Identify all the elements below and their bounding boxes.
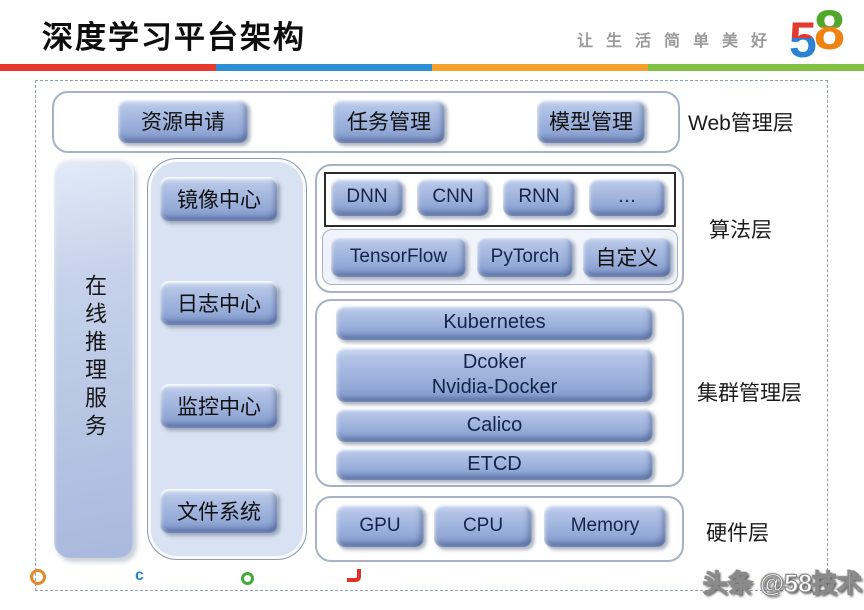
logo-digit-8: 8 <box>813 0 845 61</box>
brand-slogan: 让生活简单美好 <box>576 33 780 50</box>
bar-etcd: ETCD <box>336 448 653 480</box>
layer-label-algo: 算法层 <box>709 219 772 242</box>
stripe-orange <box>432 64 648 71</box>
btn-pytorch: PyTorch <box>477 236 573 277</box>
btn-model-manage: 模型管理 <box>537 99 645 143</box>
page-title: 深度学习平台架构 <box>42 20 306 55</box>
layer-label-web: Web管理层 <box>688 112 794 135</box>
stripe-blue <box>216 64 432 71</box>
btn-monitor-center: 监控中心 <box>160 384 278 428</box>
brand-color-stripe <box>0 64 864 71</box>
logo-digit-5: 5 <box>789 12 817 68</box>
blue-c-icon: c <box>135 567 144 584</box>
btn-custom: 自定义 <box>583 236 671 277</box>
green-ring-icon <box>241 572 254 585</box>
red-corner-icon <box>347 569 361 582</box>
bar-calico: Calico <box>336 408 653 442</box>
bar-docker: Dcoker Nvidia-Docker <box>336 347 653 402</box>
diagram-dashed-frame <box>35 80 828 591</box>
btn-task-manage: 任务管理 <box>333 99 445 143</box>
btn-resource-apply: 资源申请 <box>118 99 248 143</box>
orange-ring-icon <box>30 569 46 585</box>
stripe-green <box>648 64 864 71</box>
online-inference-panel: 在线推理服务 <box>54 158 134 558</box>
btn-tensorflow: TensorFlow <box>331 236 466 277</box>
bar-kubernetes: Kubernetes <box>336 305 653 340</box>
stripe-red <box>0 64 216 71</box>
btn-rnn: RNN <box>503 178 575 216</box>
btn-more-models: … <box>589 178 665 216</box>
layer-label-cluster: 集群管理层 <box>697 382 802 405</box>
btn-cnn: CNN <box>417 178 489 216</box>
btn-gpu: GPU <box>336 504 424 547</box>
btn-memory: Memory <box>544 504 666 547</box>
online-inference-label: 在线推理服务 <box>82 274 107 442</box>
btn-cpu: CPU <box>434 504 532 547</box>
watermark: 头条 @58技术 <box>702 570 862 599</box>
btn-dnn: DNN <box>331 178 403 216</box>
btn-image-center: 镜像中心 <box>160 177 278 221</box>
layer-label-hardware: 硬件层 <box>706 522 769 545</box>
btn-file-system: 文件系统 <box>160 489 278 533</box>
btn-log-center: 日志中心 <box>160 281 278 325</box>
logo-58: 58 <box>789 0 845 66</box>
